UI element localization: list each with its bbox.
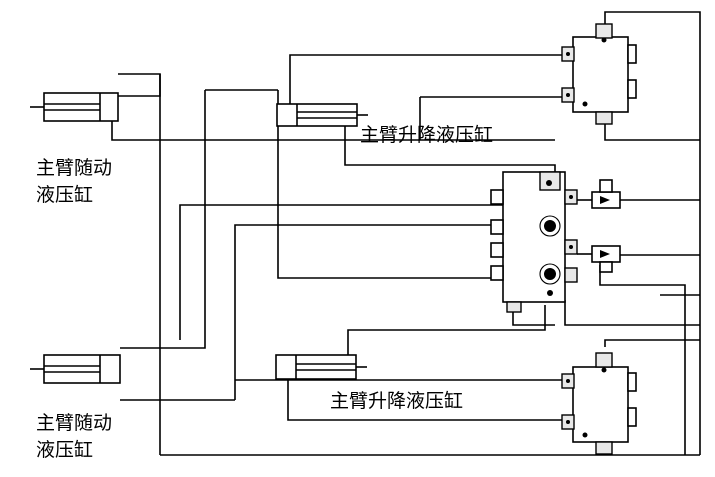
pipe-mid-out-3 bbox=[599, 265, 686, 455]
pipe-lift-bottom-base bbox=[287, 378, 570, 421]
label-follow-cylinder-top-2: 液压缸 bbox=[36, 184, 94, 206]
lift-cylinder-top bbox=[276, 103, 368, 127]
pipe-trunk-3 bbox=[179, 204, 555, 340]
pipe-trunk-4 bbox=[234, 224, 510, 400]
follow-cylinder-top bbox=[30, 92, 119, 122]
label-follow-cylinder-bottom-2: 液压缸 bbox=[36, 439, 94, 461]
lift-cylinder-bottom bbox=[275, 354, 367, 380]
valve-block-bottom bbox=[561, 352, 637, 455]
pipe-network bbox=[111, 11, 701, 456]
pipe-lift-top-base bbox=[277, 90, 510, 279]
check-valve-upper bbox=[577, 179, 621, 209]
label-lift-cylinder-top: 主臂升降液压缸 bbox=[360, 124, 494, 146]
pipe-top-valve-out bbox=[604, 120, 700, 141]
valve-block-center bbox=[490, 171, 578, 313]
pipe-mid-out-4 bbox=[564, 300, 700, 326]
pipe-lift-top-rod bbox=[289, 54, 570, 105]
follow-cylinder-bottom bbox=[30, 354, 121, 384]
pipe-lift-bottom-rod bbox=[347, 305, 546, 355]
valve-block-top bbox=[561, 23, 637, 125]
pipe-trunk-2 bbox=[120, 90, 206, 349]
pipe-follow-top-lower bbox=[111, 120, 555, 141]
pipe-bottom-valve-top bbox=[604, 339, 700, 347]
label-follow-cylinder-top-1: 主臂随动 bbox=[36, 157, 113, 179]
label-lift-cylinder-bottom: 主臂升降液压缸 bbox=[330, 390, 464, 412]
pipe-follow-top-upper bbox=[118, 73, 161, 97]
check-valve-lower bbox=[577, 245, 621, 273]
label-follow-cylinder-bottom-1: 主臂随动 bbox=[36, 412, 113, 434]
pipe-right-frame bbox=[604, 11, 701, 455]
